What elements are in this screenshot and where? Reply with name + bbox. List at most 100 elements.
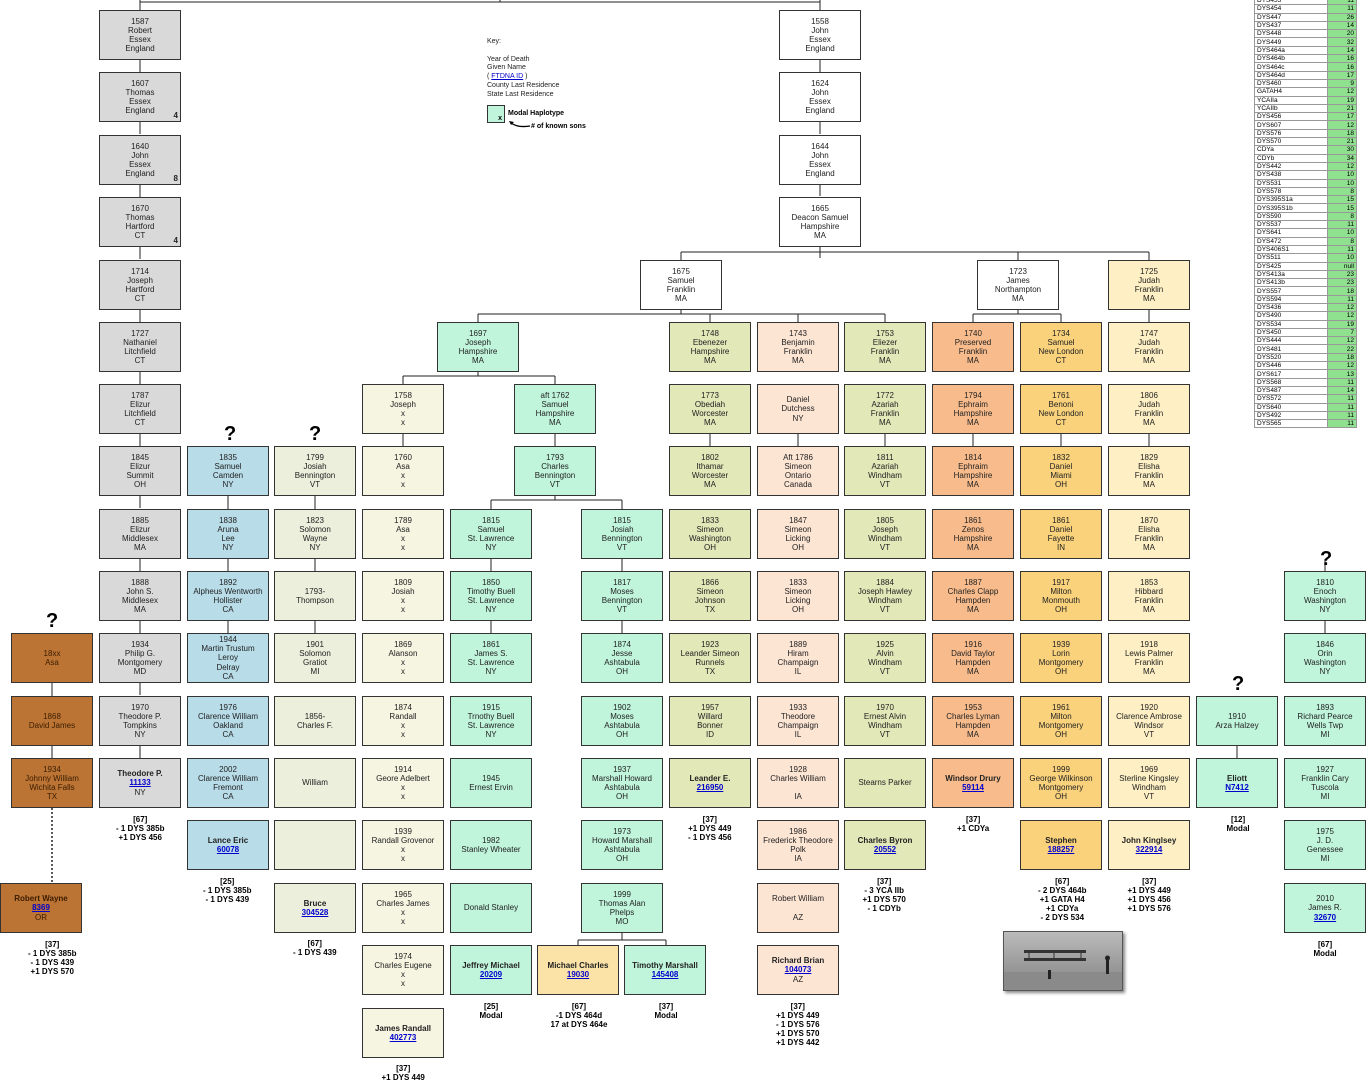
person-node: 1793-Thompson	[274, 571, 356, 621]
node-line: Daniel	[1049, 524, 1073, 534]
ftdna-kit-link[interactable]: 145408	[651, 970, 679, 979]
ftdna-kit-link[interactable]: 32670	[1313, 912, 1337, 922]
node-line: CA	[222, 671, 234, 681]
node-line: Essex	[129, 97, 151, 106]
node-line: 1811	[876, 452, 894, 462]
dys-value: 11	[1327, 394, 1357, 404]
node-line: Windham	[868, 658, 902, 667]
node-line: 1866	[701, 577, 719, 587]
node-line: 1975	[1316, 826, 1334, 836]
node-line: 1697	[469, 328, 487, 338]
ftdna-kit-link[interactable]: 60078	[216, 845, 240, 854]
dys-marker: DYS464b	[1254, 54, 1328, 64]
mutation-note: [25] Modal	[479, 1002, 503, 1020]
dys-value: 10	[1327, 253, 1357, 263]
ftdna-kit-link[interactable]: 59114	[962, 783, 984, 792]
node-line: 1901	[306, 639, 324, 649]
node-line: Washington	[1304, 596, 1346, 605]
ftdna-kit-link[interactable]: 20209	[479, 970, 503, 979]
node-line: OH	[616, 792, 628, 802]
node-line: Aft 1786	[783, 452, 813, 462]
ftdna-kit-link[interactable]: 11133	[129, 778, 151, 788]
node-line: Randall	[389, 711, 417, 721]
node-line: Champaign	[777, 658, 819, 667]
node-line: Hollister	[213, 596, 243, 605]
node-line: Marshall Howard	[591, 773, 653, 783]
ftdna-kit-link[interactable]: 188257	[1047, 845, 1075, 854]
dys-marker: DYS448	[1254, 29, 1328, 39]
node-line: 1934	[43, 764, 61, 774]
node-line: MI	[1320, 854, 1330, 864]
node-line: IN	[1057, 543, 1065, 553]
dys-value: 12	[1327, 161, 1357, 172]
key-ftdna-link[interactable]: FTDNA ID	[491, 73, 524, 81]
node-line: New London	[1038, 409, 1084, 418]
node-line: Litchfield	[124, 347, 156, 356]
ftdna-kit-link[interactable]: 20552	[873, 845, 897, 854]
node-line: Lorin	[1052, 648, 1070, 658]
node-line: 1889	[789, 639, 807, 649]
node-line: Franklin	[1134, 596, 1164, 605]
dys-value: 20	[1327, 29, 1357, 39]
ftdna-kit-link[interactable]: 304528	[301, 908, 329, 917]
node-line: Leander Simeon	[680, 648, 740, 658]
node-line: Simeon	[784, 461, 812, 471]
ftdna-kit-link[interactable]: 104073	[784, 965, 812, 975]
dys-marker: DYS395S1a	[1254, 195, 1328, 205]
node-line: 1887	[964, 577, 982, 587]
node-line: Windham	[1132, 783, 1166, 792]
dys-marker: DYS472	[1254, 236, 1328, 246]
node-line: 1815	[482, 515, 500, 525]
node-line: Franklin	[1134, 347, 1164, 356]
node-line: Tuscola	[1311, 783, 1339, 792]
node-line: 2010	[1316, 894, 1334, 904]
node-line: 1892	[219, 577, 237, 587]
node-line: Preserved	[954, 337, 992, 347]
node-line: 1918	[1140, 639, 1158, 649]
ftdna-kit-link[interactable]: N7412	[1225, 783, 1249, 792]
node-line: 1833	[701, 515, 719, 525]
dys-value: 14	[1327, 385, 1357, 396]
dys-marker: DYS490	[1254, 311, 1328, 321]
ftdna-kit-link[interactable]: 216950	[696, 783, 724, 792]
node-line: Samuel	[667, 275, 695, 285]
node-line: IL	[794, 667, 802, 677]
dys-value: 18	[1327, 286, 1357, 296]
node-line: Hampden	[955, 658, 991, 667]
dys-value: 12	[1327, 120, 1357, 130]
ftdna-kit-link[interactable]: 402773	[389, 1033, 417, 1042]
node-line: 1916	[964, 639, 982, 649]
ftdna-kit-link[interactable]: 19030	[566, 970, 590, 979]
node-line: 1761	[1052, 390, 1070, 400]
node-line: MA	[792, 356, 804, 366]
ftdna-kit-link[interactable]: 8369	[32, 903, 50, 913]
ftdna-kit-link[interactable]: 322914	[1135, 845, 1163, 854]
node-line: ID	[706, 730, 714, 740]
dys-marker: DYS568	[1254, 377, 1328, 387]
node-line: OH	[792, 543, 804, 553]
node-line: 1868	[43, 711, 61, 721]
node-line: Franklin	[1134, 658, 1164, 667]
node-line: Theodore	[780, 711, 816, 721]
node-line: 1970	[131, 702, 149, 712]
